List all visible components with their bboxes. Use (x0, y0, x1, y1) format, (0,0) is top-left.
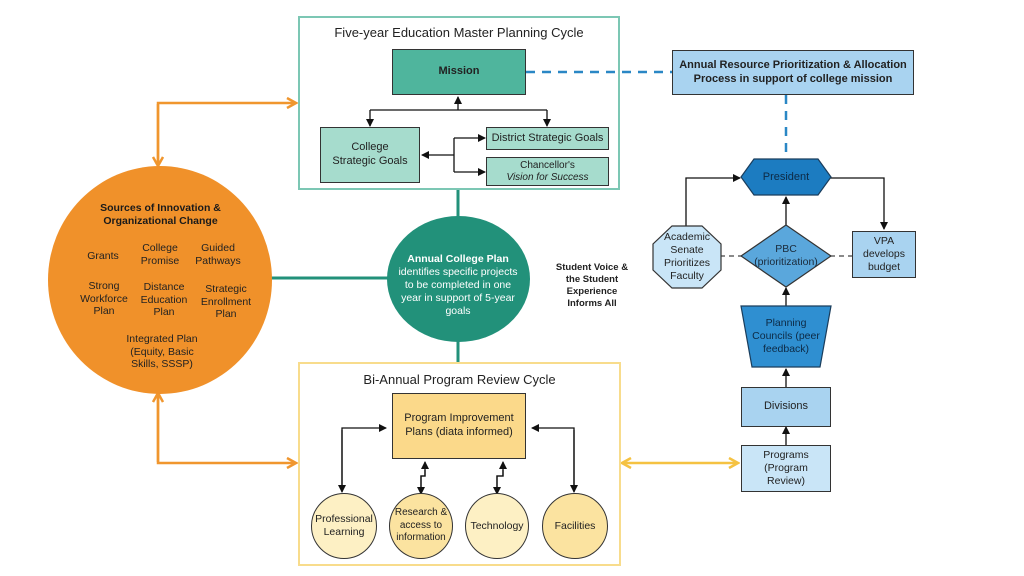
sources-title: Sources of Innovation & Organizational C… (100, 202, 221, 227)
district-strategic-goals-box[interactable]: District Strategic Goals (486, 127, 609, 150)
source-item-strategic-enrollment: Strategic Enrollment Plan (200, 283, 252, 321)
facilities-circle[interactable]: Facilities (542, 493, 608, 559)
master-planning-panel: Five-year Education Master Planning Cycl… (298, 16, 620, 190)
planning-councils-label: Planning Councils (peer feedback) (752, 316, 820, 356)
program-review-title: Bi-Annual Program Review Cycle (363, 372, 556, 387)
sources-circle (48, 166, 272, 394)
source-item-guided-pathways: Guided Pathways (195, 242, 241, 267)
orange-arrow-bottom (156, 396, 296, 463)
annual-plan-title: Annual College Plan (407, 253, 509, 265)
president-label: President (762, 171, 810, 183)
professional-learning-label: Professional Learning (315, 512, 373, 538)
master-planning-title: Five-year Education Master Planning Cycl… (334, 25, 584, 40)
pbc-diamond[interactable] (740, 224, 832, 288)
arrow-senate-to-president (685, 174, 741, 228)
source-item-distance-education: Distance Education Plan (140, 281, 188, 319)
research-label: Research & access to information (394, 507, 448, 544)
academic-senate-label: Academic Senate Prioritizes Faculty (663, 230, 711, 283)
annual-college-plan-circle (387, 216, 530, 342)
program-improvement-plans-box[interactable]: Program Improvement Plans (diata informe… (392, 393, 526, 459)
technology-circle[interactable]: Technology (465, 493, 529, 559)
source-item-strong-workforce: Strong Workforce Plan (80, 280, 128, 318)
mission-box[interactable]: Mission (392, 49, 526, 95)
academic-senate-octagon[interactable] (652, 225, 722, 289)
source-item-grants: Grants (87, 250, 119, 262)
pbc-label: PBC (prioritization) (754, 242, 818, 268)
arrow-technology-down (493, 470, 504, 495)
orange-arrow-top (156, 103, 296, 163)
program-review-panel: Bi-Annual Program Review Cycle (298, 362, 621, 566)
annual-plan-body: identifies specific projects to be compl… (398, 266, 518, 318)
technology-label: Technology (470, 520, 524, 532)
chancellor-vision-box[interactable]: Chancellor's Vision for Success (486, 157, 609, 186)
professional-learning-circle[interactable]: Professional Learning (311, 493, 377, 559)
arrow-research-down (417, 470, 426, 495)
source-item-integrated-plan: Integrated Plan (Equity, Basic Skills, S… (126, 333, 198, 371)
college-strategic-goals-box[interactable]: College Strategic Goals (320, 127, 420, 183)
programs-box[interactable]: Programs (Program Review) (741, 445, 831, 492)
vpa-box[interactable]: VPA develops budget (852, 231, 916, 278)
research-circle[interactable]: Research & access to information (389, 493, 453, 559)
student-voice-text: Student Voice & the Student Experience I… (555, 262, 629, 309)
divisions-box[interactable]: Divisions (741, 387, 831, 427)
president-hexagon[interactable] (740, 158, 832, 196)
resource-allocation-box[interactable]: Annual Resource Prioritization & Allocat… (672, 50, 914, 95)
source-item-college-promise: College Promise (140, 242, 180, 267)
arrow-president-to-vpa (830, 177, 888, 230)
planning-councils-trapezoid[interactable] (740, 305, 832, 368)
chancellor-line1: Chancellor's (520, 160, 575, 171)
chancellor-line2: Vision for Success (506, 171, 589, 183)
facilities-label: Facilities (554, 520, 596, 532)
